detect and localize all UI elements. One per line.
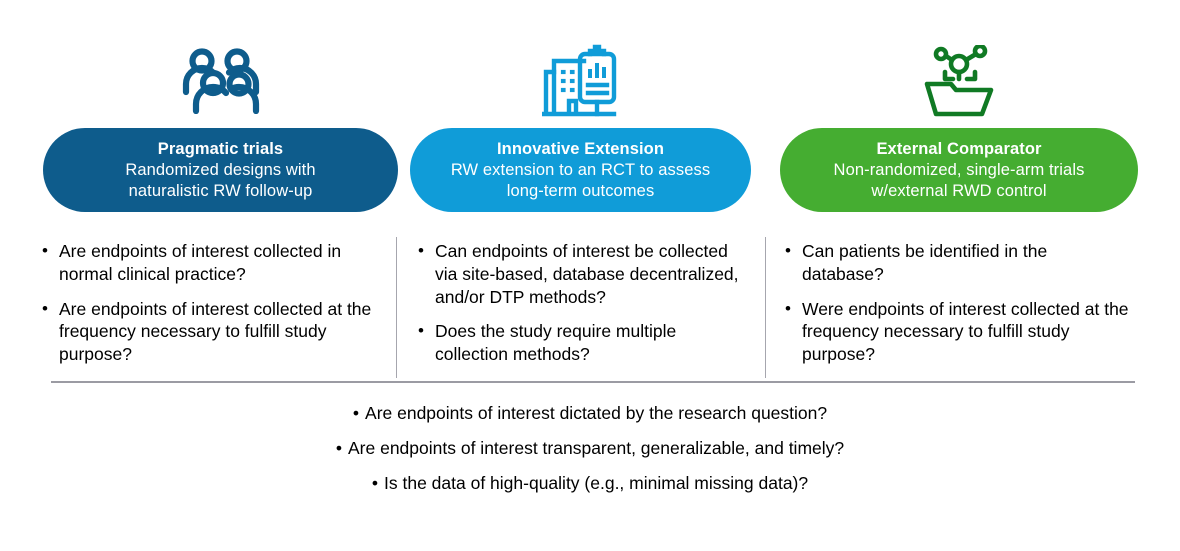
people-group-icon bbox=[182, 48, 259, 114]
list-item: • Are endpoints of interest collected in… bbox=[42, 240, 382, 286]
list-item-text: Were endpoints of interest collected at … bbox=[802, 298, 1129, 365]
list-item: •Is the data of high-quality (e.g., mini… bbox=[0, 472, 1180, 495]
pill-subtitle-external: Non-randomized, single-arm trials w/exte… bbox=[833, 161, 1085, 200]
pill-subtitle-pragmatic: Randomized designs with naturalistic RW … bbox=[125, 161, 316, 200]
list-item-text: Are endpoints of interest dictated by th… bbox=[365, 403, 828, 423]
bullet-dot-icon: • bbox=[352, 403, 360, 423]
pill-pragmatic-trials[interactable]: Pragmatic trials Randomized designs with… bbox=[43, 128, 398, 212]
bullet-dot-icon: • bbox=[335, 437, 342, 458]
bullet-dot-icon: • bbox=[42, 298, 48, 318]
bullet-list-external: • Can patients be identified in the data… bbox=[785, 240, 1133, 378]
pill-subtitle-innovative: RW extension to an RCT to assess long-te… bbox=[450, 161, 711, 200]
list-item-text: Are endpoints of interest collected in n… bbox=[59, 241, 342, 284]
column-divider-left bbox=[396, 237, 397, 378]
pill-external-comparator[interactable]: External Comparator Non-randomized, sing… bbox=[780, 128, 1138, 212]
list-item: • Are endpoints of interest transparent, … bbox=[0, 437, 1180, 460]
pill-title-innovative: Innovative Extension bbox=[496, 140, 665, 159]
list-item-text: Are endpoints of interest collected at t… bbox=[59, 298, 372, 365]
list-item: • Can patients be identified in the data… bbox=[785, 240, 1133, 286]
horizontal-divider bbox=[51, 381, 1135, 383]
pill-title-external: External Comparator bbox=[876, 140, 1042, 159]
list-item-text: Can patients be identified in the databa… bbox=[802, 241, 1048, 284]
footer-bullet-list: •Are endpoints of interest dictated by t… bbox=[0, 402, 1180, 506]
icon-container-external bbox=[780, 42, 1138, 120]
bullet-dot-icon: • bbox=[418, 241, 424, 260]
bullet-list-pragmatic: • Are endpoints of interest collected in… bbox=[42, 240, 382, 378]
list-item-text: Does the study require multiple collecti… bbox=[435, 321, 677, 364]
list-item-text: Are endpoints of interest transparent, g… bbox=[348, 437, 845, 458]
list-item: • Were endpoints of interest collected a… bbox=[785, 298, 1133, 366]
bullet-list-innovative: • Can endpoints of interest be collected… bbox=[418, 240, 753, 378]
bullet-dot-icon: • bbox=[371, 472, 379, 493]
bullet-dot-icon: • bbox=[785, 241, 791, 260]
list-item: • Are endpoints of interest collected at… bbox=[42, 298, 382, 366]
list-item-text: Is the data of high-quality (e.g., minim… bbox=[384, 472, 809, 493]
bullet-dot-icon: • bbox=[785, 298, 791, 318]
icon-container-pragmatic bbox=[43, 42, 398, 120]
bullet-dot-icon: • bbox=[418, 321, 424, 341]
list-item: • Does the study require multiple collec… bbox=[418, 320, 753, 366]
list-item: • Can endpoints of interest be collected… bbox=[418, 240, 753, 308]
list-item-text: Can endpoints of interest be collected v… bbox=[435, 241, 739, 307]
pill-title-pragmatic: Pragmatic trials bbox=[157, 140, 284, 159]
hospital-clipboard-icon bbox=[541, 44, 616, 117]
data-folder-network-icon bbox=[924, 45, 994, 117]
column-divider-right bbox=[765, 237, 766, 378]
pill-innovative-extension[interactable]: Innovative Extension RW extension to an … bbox=[410, 128, 751, 212]
list-item: •Are endpoints of interest dictated by t… bbox=[0, 402, 1180, 425]
bullet-dot-icon: • bbox=[42, 241, 48, 260]
icon-container-innovative bbox=[410, 42, 751, 120]
